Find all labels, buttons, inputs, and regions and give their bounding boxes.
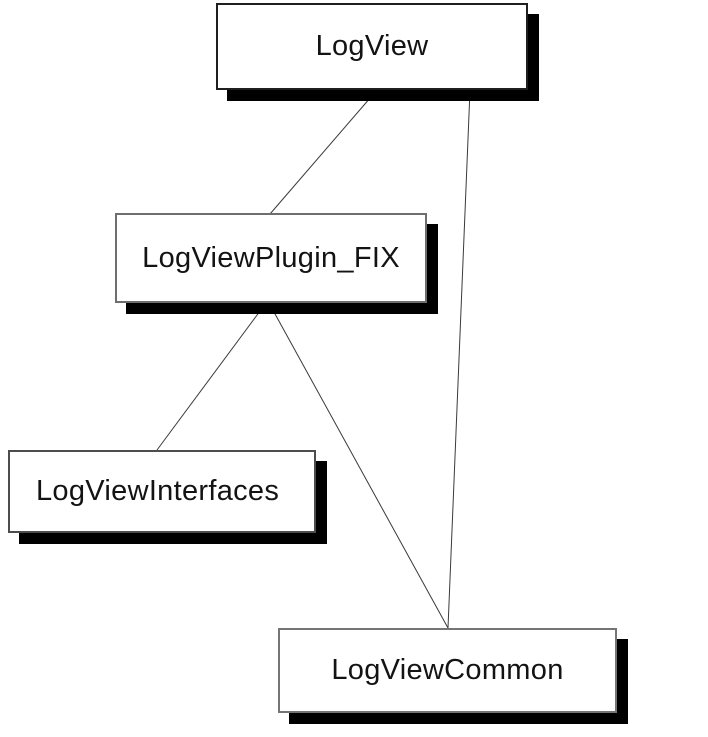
node-logviewplugin-fix: LogViewPlugin_FIX: [115, 213, 427, 303]
node-logviewinterfaces-label: LogViewInterfaces: [36, 475, 280, 507]
edge-logview-to-logviewplugin-fix: [269, 89, 378, 215]
node-logviewinterfaces: LogViewInterfaces: [8, 450, 316, 533]
edge-logviewplugin-fix-to-logviewcommon: [268, 302, 449, 629]
edge-logview-to-logviewcommon: [447, 89, 471, 629]
node-logview: LogView: [216, 3, 528, 90]
edge-logviewplugin-fix-to-logviewinterfaces: [156, 302, 267, 451]
node-logviewcommon: LogViewCommon: [278, 628, 617, 713]
node-logviewplugin-fix-label: LogViewPlugin_FIX: [142, 241, 400, 274]
node-logview-label: LogView: [315, 30, 429, 62]
node-logviewcommon-label: LogViewCommon: [331, 654, 564, 686]
